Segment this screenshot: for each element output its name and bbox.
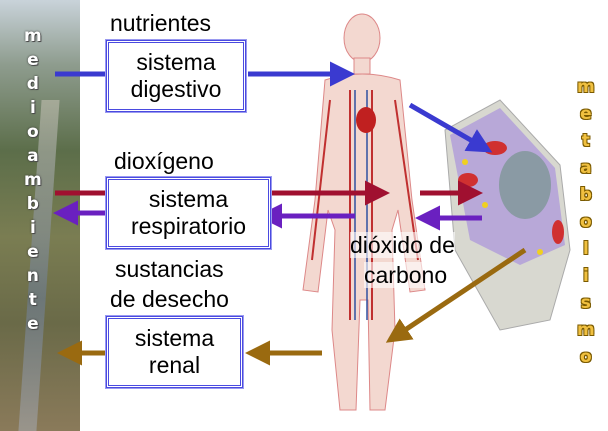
vertical-letter: i (29, 218, 36, 238)
vertical-letter: e (27, 314, 39, 334)
arrow-nutrients-to-cell (408, 102, 493, 153)
vertical-letter: t (28, 290, 37, 310)
vertical-letter: s (580, 293, 591, 313)
vertical-letter: e (580, 104, 592, 124)
box-line: sistema (148, 186, 229, 212)
vertical-letter: b (26, 194, 39, 214)
vertical-letter: e (27, 242, 39, 262)
box-line: sistema (134, 325, 215, 351)
vertical-letter: b (579, 185, 592, 205)
waste-label-1: sustancias (115, 256, 224, 282)
vertical-letter: m (577, 77, 595, 97)
box-line: digestivo (130, 76, 222, 102)
vertical-letter: i (582, 266, 589, 286)
vertical-letter: o (580, 347, 592, 367)
vertical-letter: o (580, 212, 592, 232)
renal-system-box: sistema renal (105, 315, 244, 389)
waste-label-2: de desecho (110, 286, 229, 312)
vertical-letter: o (27, 122, 39, 142)
digestive-system-box: sistema digestivo (105, 39, 247, 113)
vertical-letter: i (29, 98, 36, 118)
box-line: sistema (136, 49, 216, 75)
co2-label-1: dióxido de (350, 232, 455, 258)
vertical-letter: n (26, 266, 39, 286)
box-line: respiratorio (130, 213, 247, 239)
co2-label-2: carbono (364, 262, 448, 288)
vertical-letter: t (581, 131, 590, 151)
oxygen-label: dioxígeno (114, 148, 214, 174)
respiratory-system-box: sistema respiratorio (105, 176, 272, 250)
vertical-letter: d (26, 74, 39, 94)
vertical-letter: m (24, 26, 42, 46)
vertical-letter: l (582, 239, 589, 259)
box-line: renal (148, 352, 201, 378)
vertical-letter: e (27, 50, 39, 70)
nutrients-label: nutrientes (110, 10, 212, 36)
vertical-letter: m (24, 170, 42, 190)
vertical-letter: a (580, 158, 592, 178)
arrow-waste-from-cell (385, 247, 527, 343)
vertical-letter: a (27, 146, 39, 166)
vertical-letter: m (577, 320, 595, 340)
